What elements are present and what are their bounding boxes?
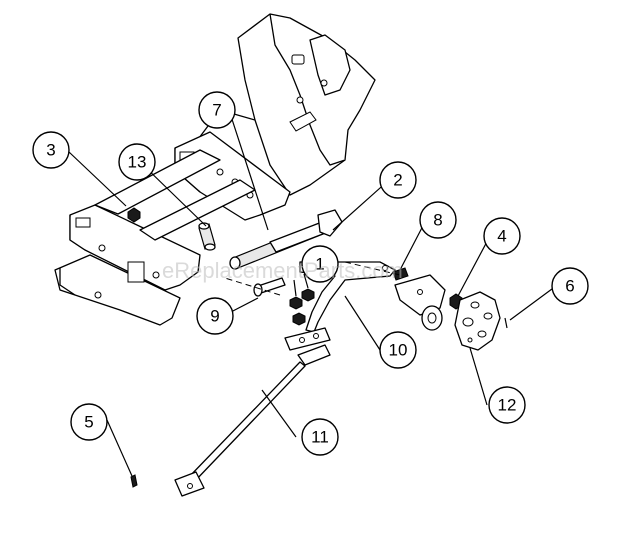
callout-number: 8 xyxy=(433,211,442,230)
spacer-bushing xyxy=(198,222,216,251)
callout-circle xyxy=(301,418,339,456)
callout-number: 2 xyxy=(393,171,402,190)
callout-number: 9 xyxy=(210,307,219,326)
clip-5 xyxy=(130,474,138,488)
callout-circle xyxy=(198,91,236,129)
callout-3: 3 xyxy=(32,131,70,169)
callout-circle xyxy=(379,161,417,199)
nut-3 xyxy=(127,207,141,223)
callout-circle xyxy=(483,217,521,255)
callout-circle xyxy=(32,131,70,169)
pin-6 xyxy=(504,317,508,329)
callout-11: 11 xyxy=(301,418,339,456)
bolt-9 xyxy=(253,277,286,297)
callout-number: 11 xyxy=(311,428,329,447)
callout-number: 1 xyxy=(315,255,324,274)
callout-2: 2 xyxy=(379,161,417,199)
callout-circle xyxy=(301,245,339,283)
callout-10: 10 xyxy=(379,331,417,369)
watermark-text: eReplacementParts.com xyxy=(162,258,403,283)
callout-9: 9 xyxy=(196,297,234,335)
strut-assembly xyxy=(229,209,343,270)
leader-lines xyxy=(68,109,557,477)
callout-number: 4 xyxy=(497,227,506,246)
callout-number: 13 xyxy=(128,153,147,172)
callout-12: 12 xyxy=(488,386,526,424)
callout-number: 3 xyxy=(46,141,55,160)
callout-7: 7 xyxy=(198,91,236,129)
main-frame-rails xyxy=(54,131,291,326)
callout-circle xyxy=(196,297,234,335)
callout-6: 6 xyxy=(551,267,589,305)
callout-5: 5 xyxy=(70,403,108,441)
callout-number: 10 xyxy=(389,341,408,360)
callout-circle xyxy=(551,267,589,305)
callout-13: 13 xyxy=(118,143,156,181)
callout-4: 4 xyxy=(483,217,521,255)
callout-number: 6 xyxy=(565,277,574,296)
callout-number: 5 xyxy=(84,413,93,432)
callout-8: 8 xyxy=(419,201,457,239)
callout-number: 7 xyxy=(212,101,221,120)
callout-1: 1 xyxy=(301,245,339,283)
callout-circle xyxy=(488,386,526,424)
plate-12 xyxy=(454,291,501,351)
callout-circle xyxy=(70,403,108,441)
callout-number: 12 xyxy=(498,396,517,415)
link-rod-11 xyxy=(174,344,331,497)
bracket-8 xyxy=(392,267,446,331)
callout-circle xyxy=(118,143,156,181)
frame-upper-panel xyxy=(189,13,376,196)
callout-circle xyxy=(419,201,457,239)
nuts-cluster xyxy=(289,273,315,326)
callout-circle xyxy=(379,331,417,369)
